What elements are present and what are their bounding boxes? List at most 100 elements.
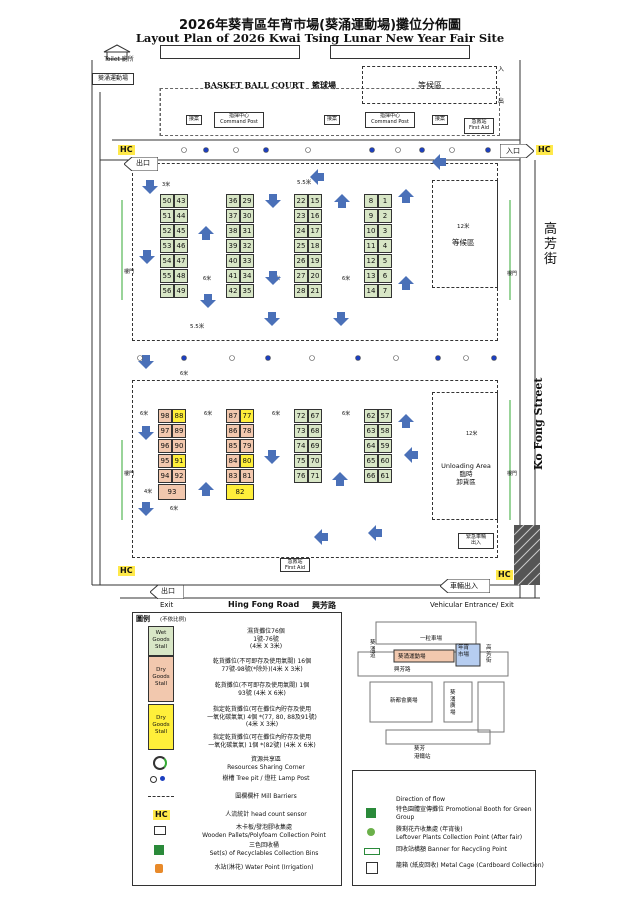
legend-tree-icon [150,776,157,783]
legend-sharing-icon [153,756,167,770]
stall-7: 7 [378,284,392,298]
stall-84: 84 [226,454,240,468]
stall-73: 73 [294,424,308,438]
road-en: Hing Fong Road [228,600,300,609]
stall-6: 6 [378,269,392,283]
legend-plants-text: 賸剩花卉收集處 (年宵後) Leftover Plants Collection… [396,826,523,841]
legend-dry-text1: 乾貨攤位(不可即存及使用氣閥) 16個 77號-98號(*除外)(4米 X 3米… [212,658,312,673]
stall-66: 66 [364,469,378,483]
toilet-label: Toilet 廁所 [104,56,134,63]
stall-54: 54 [160,254,174,268]
flow-arrow-12 [138,426,154,440]
stall-70: 70 [308,454,322,468]
flow-arrow-3 [265,194,281,208]
stall-21: 21 [308,284,322,298]
stall-51: 51 [160,209,174,223]
exit-mark: 出 [498,98,505,105]
dim-6m-h: 6米 [342,411,351,417]
stall-60: 60 [378,454,392,468]
tree-pit-dot [449,147,455,153]
stall-12: 12 [364,254,378,268]
basketball-court-zh: 籃球場 [312,81,336,90]
flow-arrow-6 [333,312,349,326]
stall-19: 19 [308,254,322,268]
side-label-d: 樓門 [507,471,518,477]
stall-14: 14 [364,284,378,298]
stall-25: 25 [294,239,308,253]
flow-arrow-2 [198,226,214,240]
dim-6m-a: 6米 [203,276,212,282]
stall-62: 62 [364,409,378,423]
stall-57: 57 [378,409,392,423]
stall-77: 77 [240,409,254,423]
stall-26: 26 [294,254,308,268]
stall-20: 20 [308,269,322,283]
unloading-zone [432,392,498,520]
stall-16: 16 [308,209,322,223]
booth-1-label: 接案 [188,116,199,122]
map-fair: 年宵 市場 [458,645,470,658]
flow-arrow-13 [138,502,154,516]
stall-93: 93 [158,484,186,500]
tree-pit-dot [463,355,469,361]
hc-marker-top-left: HC [118,145,135,155]
stall-56: 56 [160,284,174,298]
flow-arrow-17 [404,447,418,463]
flow-arrow-4 [265,271,281,285]
stall-88: 88 [172,409,186,423]
stall-10: 10 [364,224,378,238]
tree-pit-dot [137,355,143,361]
flow-arrow-14 [198,482,214,496]
legend-barrier-text: 圍欄欄杆 Mill Barriers [235,793,297,800]
lamp-post-dot [369,147,375,153]
stall-52: 52 [160,224,174,238]
ko-fong-zh: 高 芳 街 [544,222,558,267]
page-title-en: Layout Plan of 2026 Kwai Tsing Lunar New… [135,31,505,45]
map-street: 高 芳 街 [486,645,492,664]
stall-27: 27 [294,269,308,283]
stall-9: 9 [364,209,378,223]
legend-scale: (不依比例) [160,617,187,623]
stall-44: 44 [174,209,188,223]
hc-marker-bottom-right: HC [496,570,513,580]
lamp-post-dot [355,355,361,361]
flow-arrow-19 [432,154,446,170]
legend-water-text: 水站(淋花) Water Point (Irrigation) [214,864,314,871]
stall-83: 83 [226,469,240,483]
tree-pit-dot [393,355,399,361]
stall-29: 29 [240,194,254,208]
stall-82: 82 [226,484,254,500]
waiting-zone-top [362,66,497,104]
legend-dry2-swatch: Dry Goods Stall [148,704,174,750]
entry-mark: 入 [498,66,505,73]
flow-arrow-16 [332,472,348,486]
dim-6m-i: 6米 [170,506,179,512]
lamp-post-dot [203,147,209,153]
stall-71: 71 [308,469,322,483]
side-label-c: 樓門 [507,271,518,277]
legend-flow-text: Direction of flow [396,796,446,803]
entry-sign-top [499,143,535,162]
stall-78: 78 [240,424,254,438]
stall-3: 3 [378,224,392,238]
stall-13: 13 [364,269,378,283]
dim-6m-e: 6米 [140,411,149,417]
stall-45: 45 [174,224,188,238]
stall-31: 31 [240,224,254,238]
stall-69: 69 [308,439,322,453]
stall-96: 96 [158,439,172,453]
flow-arrow-15 [264,450,280,464]
legend-dry2-text1: 指定乾貨攤位(可在攤位內貯存及使用 一氧化碳氣氣) 4個 *(77, 80, 8… [207,706,317,728]
stall-24: 24 [294,224,308,238]
legend-pallet-icon [154,826,166,835]
stall-18: 18 [308,239,322,253]
legend-plants-icon [367,828,375,836]
stall-80: 80 [240,454,254,468]
waiting-zone-mid-label: 等候區 [452,238,475,247]
stall-38: 38 [226,224,240,238]
stall-35: 35 [240,284,254,298]
